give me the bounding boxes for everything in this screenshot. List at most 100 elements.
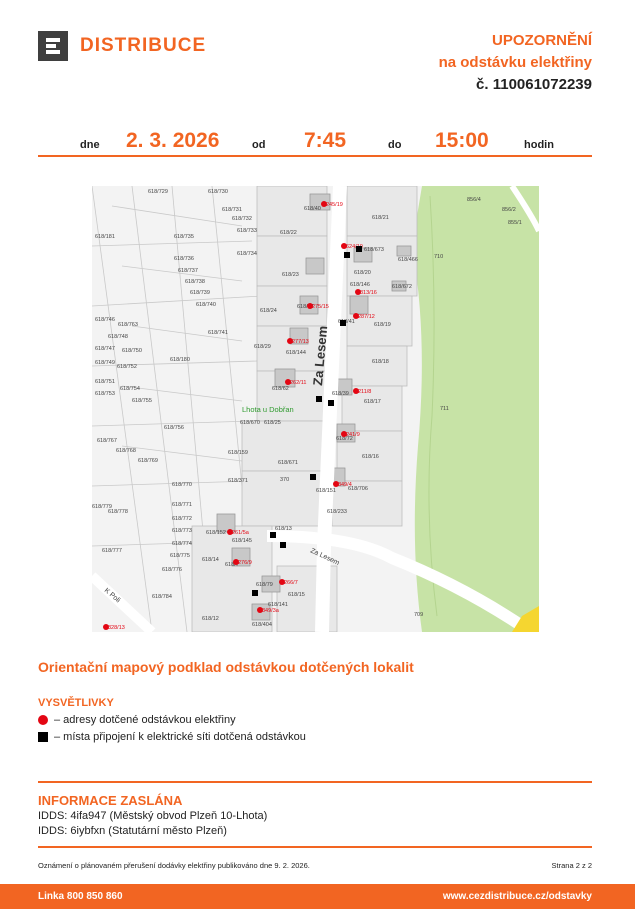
parcel-label: 618/779: [92, 504, 112, 510]
address-markers: 245/19 624/10 313/16 275/15 287/12 277/1…: [103, 201, 377, 631]
legend-address-text: – adresy dotčené odstávkou elektřiny: [54, 714, 236, 726]
parcel-label: 618/159: [228, 450, 248, 456]
parcel-label: 618/41: [338, 319, 355, 325]
parcel-label: 618/181: [95, 234, 115, 240]
parcel-label: 618/79: [256, 582, 273, 588]
parcel-label: 618/29: [254, 344, 271, 350]
parcel-label: 709: [414, 612, 423, 618]
label-hours: hodin: [524, 139, 554, 151]
parcel-label: 618/736: [174, 256, 194, 262]
address-marker: [233, 559, 239, 565]
parcel-label: 618/752: [117, 364, 137, 370]
parcel-label: 618/740: [196, 302, 216, 308]
parcel-label: 618/741: [208, 330, 228, 336]
legend-connection: – místa připojení k elektrické síti dotč…: [38, 731, 306, 743]
parcel-label: 618/738: [185, 279, 205, 285]
legend-connection-text: – místa připojení k elektrické síti dotč…: [54, 731, 306, 743]
parcel-label: 618/670: [240, 420, 260, 426]
parcel-label: 618/77: [297, 304, 314, 310]
notice-block: UPOZORNĚNÍ na odstávku elektřiny č. 1100…: [439, 30, 592, 96]
website-link[interactable]: www.cezdistribuce.cz/odstavky: [442, 891, 592, 902]
parcel-label: 618/737: [178, 268, 198, 274]
parcel-label: 618/23: [282, 272, 299, 278]
info-title: INFORMACE ZASLÁNA: [38, 793, 183, 808]
address-label: 275/15: [312, 304, 329, 310]
parcel-label: 856/2: [502, 207, 516, 213]
address-label: 266/7: [284, 580, 298, 586]
map-svg: Za Lesem Za Lesem K Poli Lhota u Dobřan …: [92, 186, 539, 632]
parcel-label: 618/755: [132, 398, 152, 404]
parcel-label: 711: [440, 406, 449, 412]
parcel-label: 618/763: [118, 322, 138, 328]
parcel-label: 618/729: [148, 189, 168, 195]
address-marker: [285, 379, 291, 385]
parcel-label: 618/775: [170, 553, 190, 559]
address-marker: [103, 624, 109, 630]
parcel-label: 618/145: [232, 538, 252, 544]
label-to: do: [388, 139, 402, 151]
parcel-label: 618/706: [348, 486, 368, 492]
parcel-label: 618/747: [95, 346, 115, 352]
connection-marker: [344, 252, 350, 258]
address-marker: [227, 529, 233, 535]
brand-logo: DISTRIBUCE: [38, 31, 206, 61]
parcel-label: 618/39: [332, 391, 349, 397]
parcel-label: 618/72: [336, 436, 353, 442]
address-label: 349/4: [338, 482, 352, 488]
address-label: 211/8: [358, 389, 371, 395]
address-marker: [355, 289, 361, 295]
legend-address: – adresy dotčené odstávkou elektřiny: [38, 714, 236, 726]
parcel-label: 618/746: [95, 317, 115, 323]
cez-logo-icon: [38, 31, 68, 61]
connection-marker: [328, 400, 334, 406]
parcel-label: 618/151: [316, 488, 336, 494]
parcel-label: 370: [280, 477, 289, 483]
parcel-label: 618/754: [120, 386, 140, 392]
address-marker: [353, 388, 359, 394]
parcel-label: 618/7: [225, 562, 239, 568]
road-side: [266, 530, 526, 631]
publication-note: Oznámení o plánovaném přerušení dodávky …: [38, 861, 310, 870]
parcel-label: 618/753: [95, 391, 115, 397]
hotline: Linka 800 850 860: [38, 891, 123, 902]
parcel-label: 618/141: [268, 602, 288, 608]
address-label: 261/5a: [232, 530, 250, 536]
parcel-label: 618/233: [327, 509, 347, 515]
black-square-icon: [38, 732, 48, 742]
parcel-label: 618/735: [174, 234, 194, 240]
parcel-label: 855/1: [508, 220, 522, 226]
connection-marker: [310, 474, 316, 480]
parcel-label: 618/672: [392, 284, 412, 290]
parcel-label: 618/777: [102, 548, 122, 554]
parcel-label: 618/62: [272, 386, 289, 392]
parcel-label: 618/15: [288, 592, 305, 598]
parcel-label: 618/784: [152, 594, 172, 600]
parcel-label: 618/671: [278, 460, 298, 466]
address-marker: [321, 201, 327, 207]
road-main: [315, 186, 347, 632]
parcel-label: 618/750: [122, 348, 142, 354]
parcel-label: 618/12: [202, 616, 219, 622]
parcel-label: 618/776: [162, 567, 182, 573]
parcel-label: 618/25: [264, 420, 281, 426]
parcel-label: 618/673: [364, 247, 384, 253]
address-label: 241/9: [346, 432, 360, 438]
address-marker: [287, 338, 293, 344]
connection-markers: [252, 246, 362, 596]
parcel-label: 618/733: [237, 228, 257, 234]
parcel-label: 618/734: [237, 251, 257, 257]
notice-title: UPOZORNĚNÍ: [491, 32, 592, 49]
legend-title: VYSVĚTLIVKY: [38, 697, 114, 709]
street-label-main: Za Lesem: [310, 325, 330, 386]
divider: [38, 846, 592, 848]
parcel-label: 618/146: [350, 282, 370, 288]
parcel-label: 618/772: [172, 516, 192, 522]
address-label: 262/11: [290, 380, 306, 386]
parcel-label: 710: [434, 254, 443, 260]
parcel-label: 618/770: [172, 482, 192, 488]
address-marker: [341, 243, 347, 249]
parcel-label: 856/4: [467, 197, 481, 203]
parcel-label: 618/466: [398, 257, 418, 263]
parcel-label: 618/751: [95, 379, 115, 385]
connection-marker: [316, 396, 322, 402]
